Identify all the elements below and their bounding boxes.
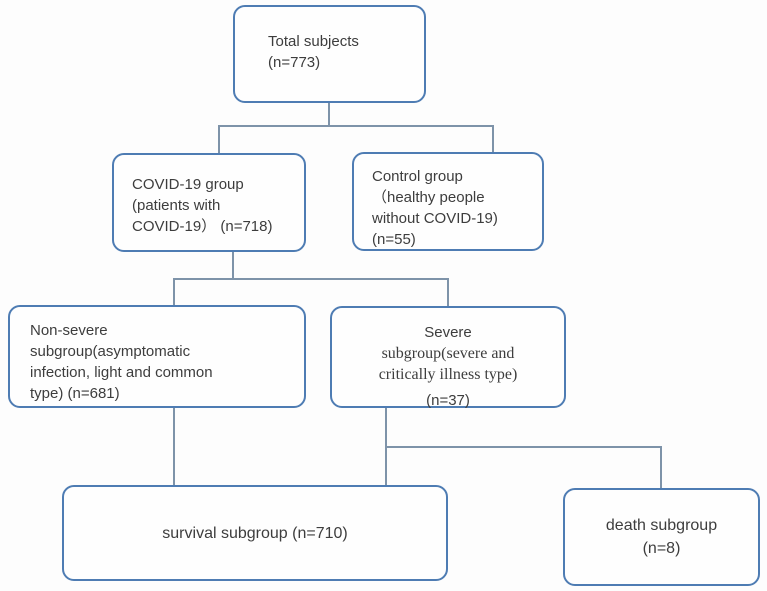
connector-control-drop [492, 125, 494, 153]
connector-nonsevere-stem [173, 408, 175, 486]
box-count: (n=55) [372, 231, 416, 248]
box-total-subjects: Total subjects (n=773) [233, 5, 426, 103]
box-label: critically illness type) [378, 366, 518, 383]
box-label: infection, light and common [30, 364, 213, 381]
box-label: （healthy people [372, 189, 485, 206]
connector-total-stem [328, 103, 330, 127]
box-label: Control group [372, 168, 463, 185]
box-covid19-group: COVID-19 group (patients with COVID-19） … [112, 153, 306, 252]
box-non-severe-subgroup: Non-severe subgroup(asymptomatic infecti… [8, 305, 306, 408]
box-count: (n=773) [268, 54, 321, 71]
connector-row3-horizontal [173, 278, 449, 280]
connector-severe-stem [385, 408, 387, 492]
box-label: Non-severe [30, 322, 108, 339]
connector-covid-drop [218, 125, 220, 154]
connector-severe-drop [447, 278, 449, 308]
box-label: survival subgroup (n=710) [162, 524, 348, 542]
connector-row2-horizontal [218, 125, 494, 127]
connector-row4-horizontal [385, 446, 662, 448]
box-count: type) (n=681) [30, 385, 120, 402]
box-label: (patients with [132, 197, 221, 214]
box-count: (n=37) [426, 392, 470, 409]
box-label: without COVID-19) [372, 210, 498, 227]
connector-covid-stem [232, 252, 234, 280]
box-label: subgroup(severe and [381, 345, 515, 362]
box-label: Severe [424, 324, 472, 341]
box-label: Total subjects [268, 33, 359, 50]
connector-death-drop [660, 446, 662, 489]
box-label: COVID-19 group [132, 176, 244, 193]
box-count: COVID-19） (n=718) [132, 218, 273, 235]
connector-nonsevere-drop [173, 278, 175, 307]
box-control-group: Control group （healthy people without CO… [352, 152, 544, 251]
box-count: (n=8) [642, 540, 681, 557]
box-severe-subgroup: Severe subgroup(severe and critically il… [330, 306, 566, 409]
box-label: subgroup(asymptomatic [30, 343, 191, 360]
box-label: death subgroup [605, 517, 718, 534]
box-death-subgroup: death subgroup (n=8) [563, 488, 760, 586]
box-survival-subgroup: survival subgroup (n=710) [62, 485, 448, 581]
